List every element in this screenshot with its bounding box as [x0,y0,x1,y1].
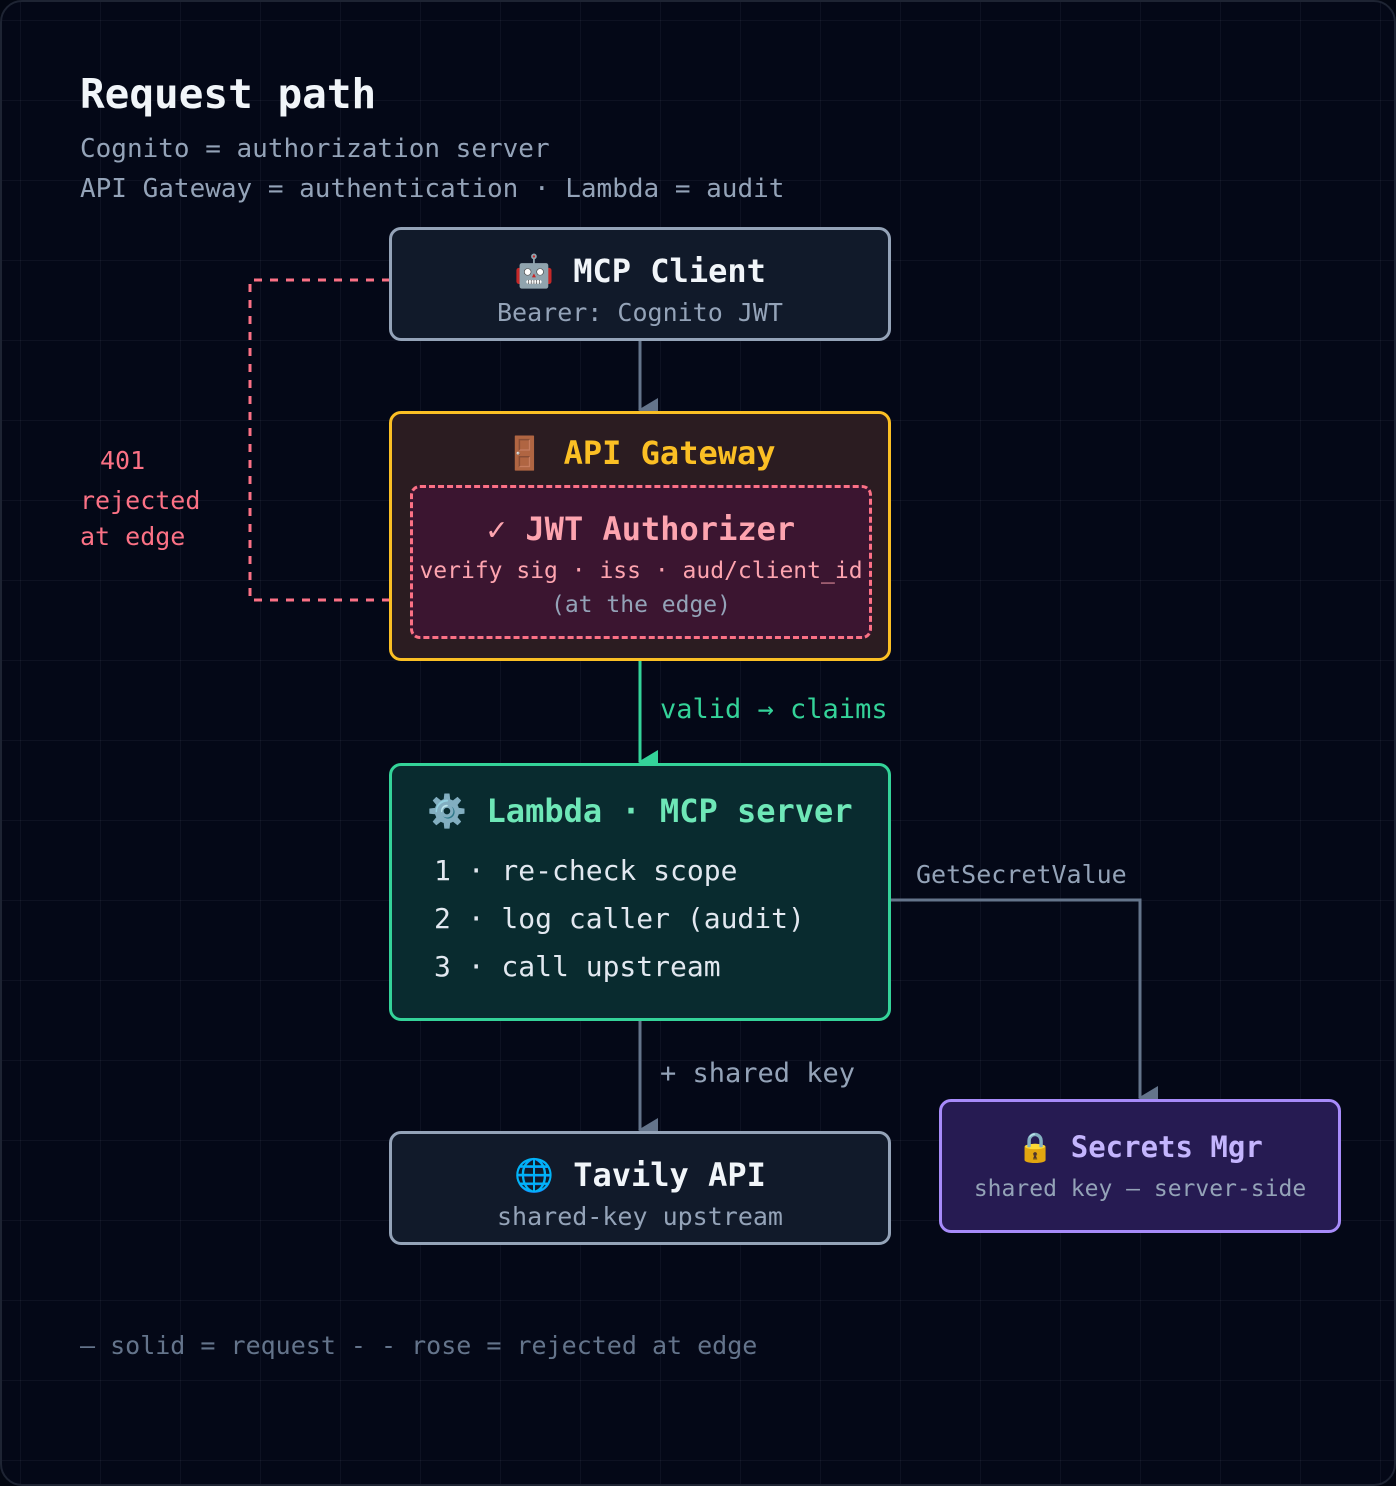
secrets-subtitle: shared key — server-side [973,1176,1307,1202]
jwt-authorizer-checks: verify sig · iss · aud/client_id [419,558,863,584]
mcp-client-node: 🤖 MCP Client Bearer: Cognito JWT [389,227,891,341]
arrow-lambda-to-secrets [890,898,1158,1110]
lock-icon: 🔒 [1017,1130,1054,1164]
secrets-title: 🔒 Secrets Mgr [1017,1130,1263,1164]
secrets-manager-node: 🔒 Secrets Mgr shared key — server-side [939,1099,1341,1233]
page-title: Request path [80,70,377,118]
jwt-authorizer-title: ✓ JWT Authorizer [486,510,796,548]
edge-label-shared-key: + shared key [660,1058,856,1089]
jwt-authorizer-node: ✓ JWT Authorizer verify sig · iss · aud/… [410,485,872,639]
robot-icon: 🤖 [514,252,554,290]
jwt-authorizer-note: (at the edge) [550,592,731,618]
tavily-subtitle: shared-key upstream [497,1202,783,1231]
lambda-mcp-server-node: ⚙️ Lambda · MCP server 1 · re-check scop… [389,763,891,1021]
subtitle-line-2: API Gateway = authentication · Lambda = … [80,174,785,204]
tavily-api-node: 🌐 Tavily API shared-key upstream [389,1131,891,1245]
lambda-title: ⚙️ Lambda · MCP server [427,792,853,830]
api-gateway-node: 🚪 API Gateway ✓ JWT Authorizer verify si… [389,411,891,661]
edge-label-valid-claims: valid → claims [660,694,888,725]
api-gateway-title: 🚪 API Gateway [504,434,776,472]
door-icon: 🚪 [504,434,545,472]
reject-label-line-2: rejected [80,486,201,515]
reject-code: 401 [100,446,146,475]
edge-label-get-secret-value: GetSecretValue [916,860,1127,889]
tavily-title: 🌐 Tavily API [514,1156,766,1194]
mcp-client-title: 🤖 MCP Client [514,252,766,290]
lambda-step-1: 1 · re-check scope [434,854,738,887]
subtitle-line-1: Cognito = authorization server [80,134,550,164]
gear-icon: ⚙️ [427,792,468,830]
lambda-step-3: 3 · call upstream [434,950,721,983]
check-icon: ✓ [486,510,507,548]
reject-loop-dashed [248,278,390,602]
globe-icon: 🌐 [514,1156,554,1194]
mcp-client-subtitle: Bearer: Cognito JWT [497,298,783,327]
legend: — solid = request - - rose = rejected at… [80,1331,758,1360]
reject-label-line-3: at edge [80,522,186,551]
lambda-step-2: 2 · log caller (audit) [434,902,805,935]
